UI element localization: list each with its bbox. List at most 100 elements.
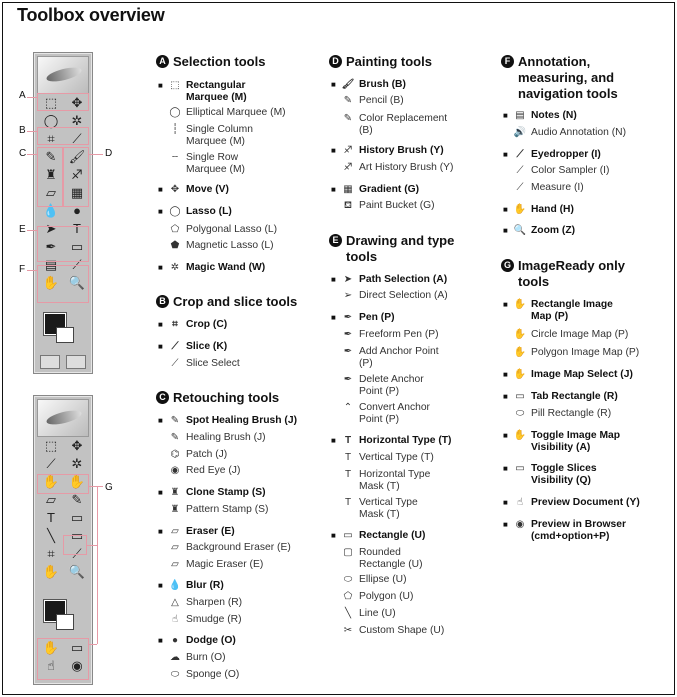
brush-tool-icon[interactable]: ✎ (71, 492, 83, 507)
zoom-tool-icon[interactable]: 🔍 (68, 275, 86, 290)
tool-label: Elliptical Marquee (186, 107, 268, 118)
tool-shortcut: (R) (603, 391, 618, 402)
tool-shortcut: (R) (596, 408, 612, 419)
quick-mask-buttons[interactable] (40, 355, 86, 369)
tool-label: Tab Rectangle (531, 391, 601, 402)
line-tool-icon[interactable]: ╲ (47, 528, 55, 543)
toggle-slices-icon[interactable]: ▭ (70, 640, 84, 655)
leader-g (97, 486, 98, 644)
lasso-tool-icon[interactable]: ◯ (43, 113, 59, 128)
bullet: ■ (158, 207, 163, 216)
toggle-image-map-icon[interactable]: ✋ (42, 640, 60, 655)
brush-tool-icon[interactable]: 🖌 (68, 149, 86, 164)
tool-item-slice-select: ⟋Slice Select (158, 358, 288, 370)
tool-item-move: ■✥Move (V) (158, 184, 288, 196)
type-tool-icon[interactable]: T (73, 221, 81, 236)
type-tool-icon[interactable]: T (47, 510, 55, 525)
zoom-tool-icon[interactable]: 🔍 (68, 564, 86, 579)
tool-shortcut: (U) (399, 591, 414, 602)
rectangle-tool-icon[interactable]: ▭ (70, 239, 84, 254)
hand-tool-icon[interactable]: ✋ (42, 564, 60, 579)
pen-icon: ✒ (343, 312, 353, 323)
tool-shortcut: (P) (554, 310, 569, 322)
magic-wand-tool-icon[interactable]: ✲ (71, 456, 83, 471)
rectangle-image-map-icon[interactable]: ✋ (42, 474, 60, 489)
dodge-tool-icon[interactable]: ● (73, 203, 81, 218)
tool-label: Magic Eraser (186, 559, 247, 570)
lasso-tool-icon[interactable]: ⟋ (46, 456, 56, 471)
tool-label: Background Eraser (186, 542, 275, 553)
crop-tool-icon[interactable]: ⌗ (47, 546, 55, 561)
move-tool-icon[interactable]: ✥ (71, 438, 83, 453)
hand-tool-icon[interactable]: ✋ (42, 275, 60, 290)
label-b: B (19, 125, 26, 136)
eyedropper-tool-icon[interactable]: ⟋ (72, 546, 82, 561)
tool-label: Healing Brush (186, 432, 251, 443)
gradient-icon: ▦ (343, 184, 353, 195)
slice-select-icon: ⟋ (171, 358, 179, 369)
image-map-select-icon: ✋ (513, 369, 527, 380)
tool-item-magnetic-lasso: ⬟Magnetic Lasso (L) (158, 240, 308, 252)
tool-label: Pill Rectangle (531, 408, 594, 419)
crop-tool-icon[interactable]: ⌗ (47, 131, 55, 146)
background-color-swatch[interactable] (56, 327, 74, 343)
path-selection-icon: ➤ (343, 274, 353, 285)
preview-browser-icon[interactable]: ◉ (71, 658, 83, 673)
bullet: ■ (331, 185, 336, 194)
tool-label: Measure (531, 182, 572, 193)
hand-icon: ✋ (513, 204, 527, 215)
healing-brush-tool-icon[interactable]: ✎ (45, 149, 57, 164)
slice-tool-icon[interactable]: ⟋ (72, 131, 82, 146)
section-d-title: Painting tools (346, 54, 432, 69)
tool-item-healing-brush: ✎Healing Brush (J) (158, 432, 308, 444)
rectangle-icon: ▭ (343, 530, 353, 541)
tool-item-rect-marquee: ■⬚Rectangular Marquee (M) (158, 80, 268, 103)
tool-shortcut: (N) (562, 110, 577, 121)
tool-shortcut: (C) (212, 319, 228, 330)
history-brush-tool-icon[interactable]: ♐ (71, 167, 83, 182)
tool-shortcut: (Y) (429, 145, 444, 156)
tool-shortcut: (G) (419, 200, 435, 211)
notes-tool-icon[interactable]: ▤ (44, 257, 58, 272)
pencil-icon: ✎ (343, 95, 353, 106)
rectangle-tool-icon[interactable]: ▭ (70, 510, 84, 525)
leader-e (27, 230, 37, 231)
marquee-tool-icon[interactable]: ⬚ (44, 438, 58, 453)
eyedropper-tool-icon[interactable]: ⟋ (72, 257, 82, 272)
bullet: ■ (158, 320, 163, 329)
tool-label: Zoom (531, 225, 560, 236)
sharpen-icon: △ (171, 597, 179, 608)
eraser-tool-icon[interactable]: ▱ (46, 492, 56, 507)
pen-tool-icon[interactable]: ✒ (45, 239, 57, 254)
tool-item-audio-annotation: 🔊Audio Annotation (N) (503, 127, 653, 139)
tool-item-polygon-image-map: ✋Polygon Image Map (P) (503, 347, 663, 359)
tool-label: Gradient (359, 184, 402, 195)
tool-label: Vertical Type (359, 452, 418, 463)
label-a: A (19, 90, 26, 101)
clone-stamp-tool-icon[interactable]: ♜ (45, 167, 57, 182)
tool-item-color-replacement: ✎Color Replacement (B) (331, 113, 451, 136)
gradient-tool-icon[interactable]: ▦ (70, 185, 84, 200)
marquee-tool-icon[interactable]: ⬚ (44, 95, 58, 110)
tool-item-background-eraser: ▱Background Eraser (E) (158, 542, 318, 554)
tool-item-image-map-select: ■✋Image Map Select (J) (503, 369, 663, 381)
preview-document-icon[interactable]: ☝ (47, 658, 55, 673)
tool-item-brush: ■🖌Brush (B) (331, 79, 471, 91)
tool-shortcut: (A) (433, 290, 448, 301)
path-selection-tool-icon[interactable]: ➤ (45, 221, 57, 236)
tool-label: Rounded Rectangle (359, 547, 406, 570)
image-map-select-icon[interactable]: ✋ (68, 474, 86, 489)
background-color-swatch[interactable] (56, 614, 74, 630)
tool-item-hand: ■✋Hand (H) (503, 204, 633, 216)
label-f: F (19, 264, 26, 275)
tool-label: Polygonal Lasso (186, 224, 262, 235)
magic-wand-tool-icon[interactable]: ✲ (71, 113, 83, 128)
eraser-tool-icon[interactable]: ▱ (46, 185, 56, 200)
highlight-d (63, 147, 89, 207)
horizontal-type-mask-icon: T (344, 469, 352, 480)
move-tool-icon[interactable]: ✥ (71, 95, 83, 110)
